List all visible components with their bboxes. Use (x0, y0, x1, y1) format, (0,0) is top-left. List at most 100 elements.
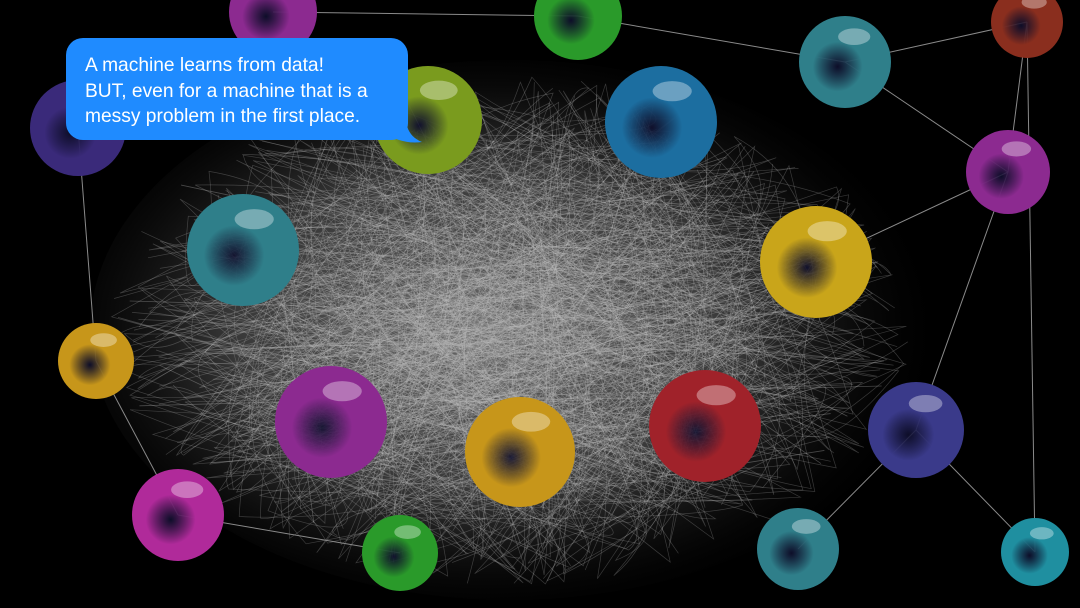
scribble-line (308, 108, 877, 559)
sphere (362, 515, 438, 591)
sphere-highlight (394, 525, 421, 539)
scribble-line (229, 183, 570, 497)
scribble-line (411, 86, 766, 383)
scribble-line (275, 245, 857, 536)
sphere-highlight (1021, 0, 1047, 9)
scribble-line (576, 228, 790, 379)
message-bubble-tail (384, 118, 422, 143)
scribble-line (179, 198, 907, 516)
scribble-line (261, 183, 908, 574)
scribble-line (126, 142, 685, 508)
sphere-highlight (908, 394, 943, 413)
sphere-highlight (807, 221, 847, 242)
scribble-line (270, 273, 709, 402)
scribble-line (209, 120, 895, 465)
sphere (1001, 518, 1069, 586)
sphere (605, 66, 717, 178)
scribble-line (306, 116, 768, 367)
scribble-line (370, 194, 905, 527)
scribble-line (236, 113, 890, 455)
scribble-line (176, 274, 717, 500)
scribble-line (192, 92, 778, 465)
scribble-line (235, 176, 842, 452)
scribble-line (398, 168, 509, 468)
sphere (966, 130, 1050, 214)
sphere-highlight (1029, 527, 1054, 540)
scribble-line (359, 102, 836, 576)
scribble-line (325, 97, 784, 569)
scribble-line (138, 151, 740, 569)
scribble-line (202, 277, 835, 502)
sphere (799, 16, 891, 108)
scribble-line (564, 221, 718, 311)
scribble-line (269, 201, 628, 533)
scribble-line (414, 153, 428, 367)
connection-line (1026, 21, 1036, 553)
scribble-line (159, 147, 541, 560)
sphere-highlight (171, 481, 204, 498)
scribble-line (297, 134, 757, 406)
sphere (275, 366, 387, 478)
scribble-line (235, 126, 729, 524)
scribble-line (199, 82, 589, 582)
sphere-highlight (791, 519, 821, 534)
scribble-line (273, 272, 801, 504)
sphere (187, 194, 299, 306)
spheres (30, 0, 1069, 591)
sphere (132, 469, 224, 561)
scribble-line (147, 254, 763, 517)
scribble-line (295, 129, 770, 574)
scribble-line (230, 92, 865, 442)
scribble-line (229, 341, 543, 401)
scribble-line (165, 187, 664, 514)
scribble-line (194, 119, 735, 505)
scribble-line (217, 194, 900, 488)
scribble-line (327, 212, 658, 558)
scribble-line (133, 76, 696, 551)
scribble-line (276, 167, 878, 516)
scribble-line (346, 315, 758, 320)
message-bubble: A machine learns from data! BUT, even fo… (66, 38, 408, 140)
sphere (868, 382, 964, 478)
sphere (649, 370, 761, 482)
scribble-line (393, 110, 692, 534)
scribble-line (112, 116, 832, 567)
scribble-line (325, 180, 740, 248)
scribble-line (183, 129, 672, 434)
scribble-line (224, 128, 802, 478)
scribble-line (348, 160, 848, 417)
message-line-2: BUT, even for a machine that is a (85, 80, 368, 102)
scribble-line (438, 192, 677, 462)
scribble-line (179, 191, 778, 493)
scribble-line (274, 89, 722, 485)
sphere (465, 397, 575, 507)
sphere (991, 0, 1063, 58)
scribble-line (237, 136, 813, 438)
sphere (757, 508, 839, 590)
message-line-1: A machine learns from data! (85, 55, 324, 76)
scribble-line (159, 133, 775, 495)
scribble-line (116, 101, 770, 542)
scribble-line (239, 293, 854, 577)
scribble-line (267, 89, 804, 535)
sphere-highlight (322, 381, 362, 402)
scribble-line (125, 97, 868, 546)
scribble-line (370, 92, 833, 474)
scribble-line (399, 320, 687, 405)
scribble-line (507, 347, 704, 375)
scribble-line (224, 91, 755, 520)
scribble-line (148, 130, 854, 550)
scribble-line (129, 117, 738, 540)
scribble-line (265, 93, 861, 524)
scribble-line (194, 143, 831, 585)
scribble-line (252, 160, 687, 529)
scribble-line (377, 97, 802, 568)
scribble-line (183, 90, 708, 544)
sphere-highlight (652, 81, 692, 102)
scribble-line (183, 254, 907, 516)
connection-line (272, 11, 579, 17)
scribble-line (474, 91, 837, 469)
scribble-line (566, 192, 762, 217)
scribble-line (163, 156, 727, 336)
sphere-highlight (419, 80, 458, 101)
